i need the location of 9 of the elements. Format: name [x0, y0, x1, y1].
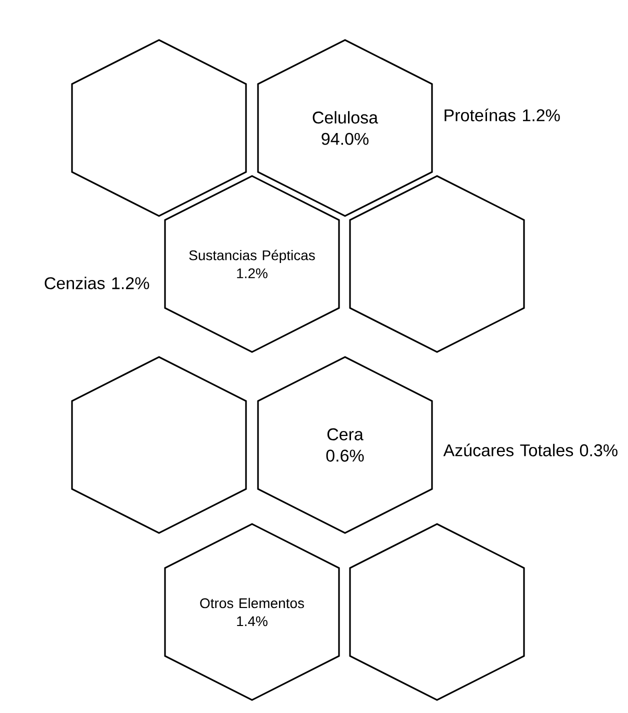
hexagon-cell: Celulosa 94.0% — [257, 39, 433, 217]
hexagon-cell: Otros Elementos 1.4% — [164, 523, 340, 701]
hexagon — [71, 356, 247, 534]
hexagon — [71, 39, 247, 217]
hexagon-cell: Cera 0.6% — [257, 356, 433, 534]
hexagon — [349, 523, 525, 701]
percentage-label: Cenzias 1.2% — [44, 276, 150, 290]
hexagon-cell: Sustancias Pépticas 1.2% — [164, 175, 340, 353]
hexagon — [349, 175, 525, 353]
